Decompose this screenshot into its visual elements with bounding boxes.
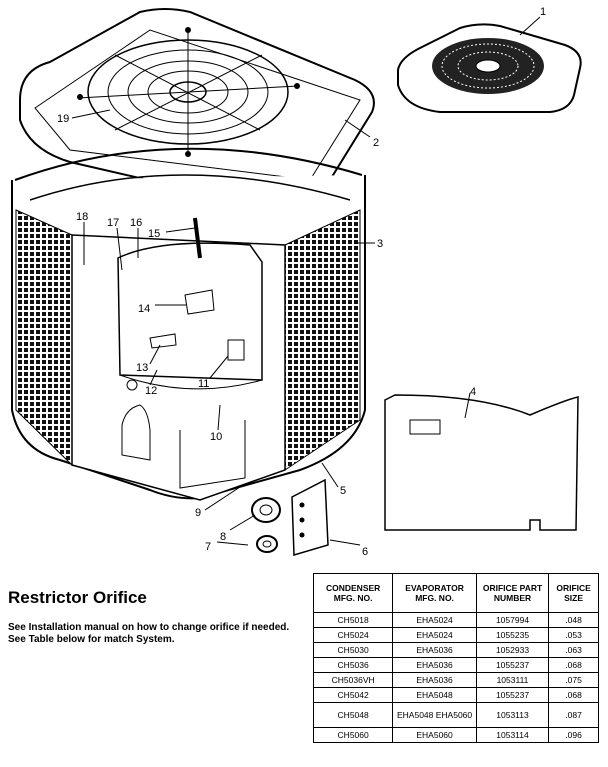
callout-2: 2 (373, 137, 379, 149)
cell-evaporator: EHA5036 (392, 672, 477, 688)
callout-19: 19 (57, 113, 69, 125)
callout-13: 13 (136, 362, 148, 374)
header-part-number: ORIFICE PART NUMBER (475, 573, 550, 613)
callout-18: 18 (76, 211, 88, 223)
table-row: CH5036VH EHA5036 1053111 .075 (312, 672, 599, 688)
orifice-table: CONDENSER MFG. NO. EVAPORATOR MFG. NO. O… (312, 573, 599, 743)
cell-condenser: CH5042 (312, 687, 394, 703)
callout-6: 6 (362, 546, 368, 558)
cell-size: .075 (548, 672, 599, 688)
callout-14: 14 (138, 303, 150, 315)
fan-guard-part-1 (397, 23, 582, 113)
callout-4: 4 (470, 386, 476, 398)
cell-condenser: CH5030 (312, 642, 394, 658)
header-condenser: CONDENSER MFG. NO. (312, 573, 394, 613)
callout-11: 11 (198, 378, 209, 390)
table-header-row: CONDENSER MFG. NO. EVAPORATOR MFG. NO. O… (312, 573, 599, 613)
cell-part: 1053113 (475, 702, 550, 728)
table-row: CH5036 EHA5036 1055237 .068 (312, 657, 599, 673)
callout-labels: 1 2 3 4 5 6 7 8 9 10 11 12 13 14 15 16 1… (57, 6, 546, 558)
access-panel-part-4 (384, 394, 579, 531)
cell-evaporator: EHA5036 (392, 657, 477, 673)
cell-size: .068 (548, 687, 599, 703)
leader-lines (71, 16, 541, 546)
table-row: CH5024 EHA5024 1055235 .053 (312, 627, 599, 643)
cell-condenser: CH5018 (312, 612, 394, 628)
callout-5: 5 (340, 485, 346, 497)
condenser-cabinet (11, 147, 366, 501)
callout-8: 8 (220, 531, 226, 543)
callout-10: 10 (210, 431, 222, 443)
callout-12: 12 (145, 385, 157, 397)
cell-part: 1055237 (475, 657, 550, 673)
cell-part: 1052933 (475, 642, 550, 658)
cell-part: 1055235 (475, 627, 550, 643)
cell-condenser: CH5060 (312, 727, 394, 743)
header-evaporator: EVAPORATOR MFG. NO. (392, 573, 477, 613)
callout-15: 15 (148, 228, 160, 240)
cell-size: .068 (548, 657, 599, 673)
top-grille-part-2 (19, 8, 375, 194)
cell-evaporator: EHA5048 (392, 687, 477, 703)
exploded-parts-diagram: 1 2 3 4 5 6 7 8 9 10 11 12 13 14 15 16 1… (11, 6, 582, 558)
cell-evaporator: EHA5048 EHA5060 (392, 702, 477, 728)
cell-size: .096 (548, 727, 599, 743)
callout-9: 9 (195, 507, 201, 519)
cell-condenser: CH5048 (312, 702, 394, 728)
cell-size: .048 (548, 612, 599, 628)
grommet-part-8 (251, 497, 281, 523)
section-title: Restrictor Orifice (8, 588, 147, 607)
cell-evaporator: EHA5024 (392, 627, 477, 643)
cell-condenser: CH5036 (312, 657, 394, 673)
cell-part: 1053114 (475, 727, 550, 743)
callout-3: 3 (377, 238, 383, 250)
callout-16: 16 (130, 217, 142, 229)
control-box-cover-part-6 (291, 478, 329, 556)
cell-size: .053 (548, 627, 599, 643)
callout-17: 17 (107, 217, 119, 229)
cell-condenser: CH5024 (312, 627, 394, 643)
table-row: CH5018 EHA5024 1057994 .048 (312, 612, 599, 628)
cell-size: .087 (548, 702, 599, 728)
callout-7: 7 (205, 541, 211, 553)
cell-condenser: CH5036VH (312, 672, 394, 688)
cell-evaporator: EHA5036 (392, 642, 477, 658)
cell-part: 1057994 (475, 612, 550, 628)
grommet-part-7 (256, 535, 278, 553)
header-orifice-size: ORIFICE SIZE (548, 573, 599, 613)
table-row: CH5060 EHA5060 1053114 .096 (312, 727, 599, 743)
callout-1: 1 (540, 6, 546, 18)
cell-part: 1055237 (475, 687, 550, 703)
table-row: CH5042 EHA5048 1055237 .068 (312, 687, 599, 703)
cell-evaporator: EHA5024 (392, 612, 477, 628)
cell-evaporator: EHA5060 (392, 727, 477, 743)
table-row: CH5048 EHA5048 EHA5060 1053113 .087 (312, 702, 599, 728)
table-row: CH5030 EHA5036 1052933 .063 (312, 642, 599, 658)
cell-size: .063 (548, 642, 599, 658)
cell-part: 1053111 (475, 672, 550, 688)
section-note: See Installation manual on how to change… (8, 622, 290, 645)
